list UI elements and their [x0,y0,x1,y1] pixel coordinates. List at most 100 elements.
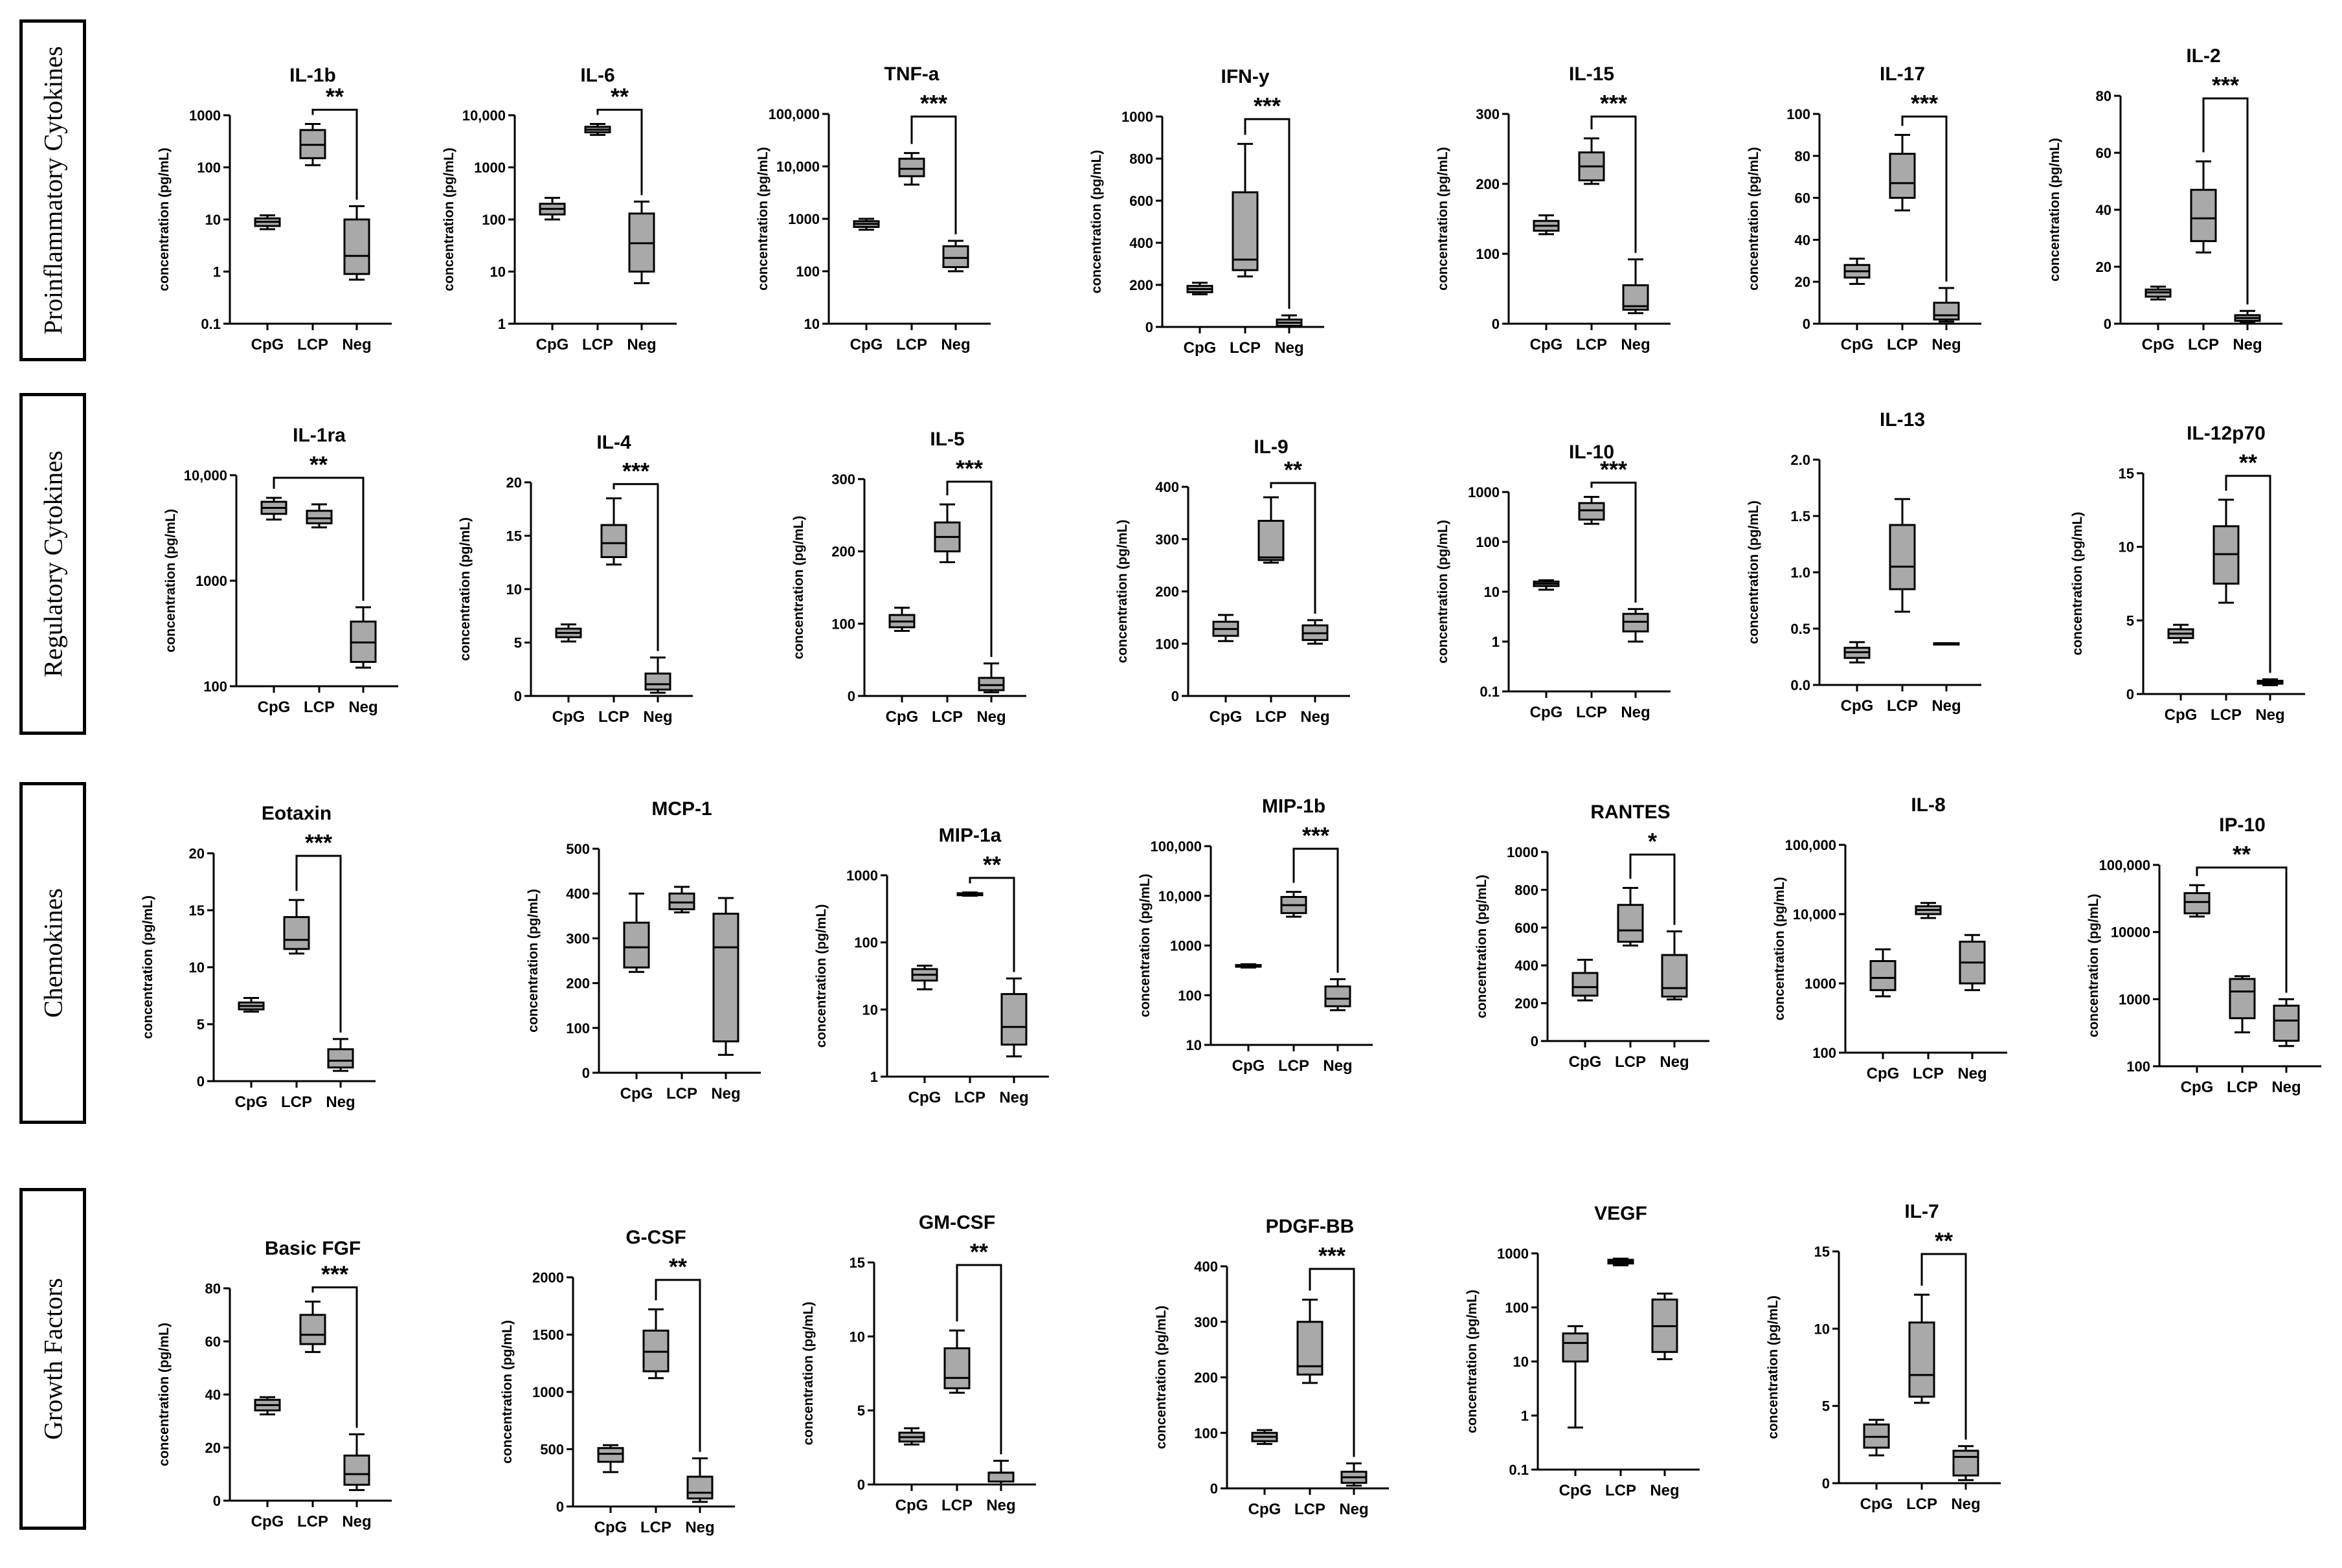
y-tick-label: 20 [189,846,205,862]
y-tick-label: 1500 [532,1327,564,1343]
box-plot-neg [1622,258,1649,315]
y-axis-label: concentration (pg/mL) [1474,875,1489,1018]
box-plot-lcp [1578,495,1605,525]
box-iqr [668,892,695,910]
box-plot-neg [1622,608,1649,643]
box-iqr [306,510,333,524]
y-tick-label: 100 [1505,1300,1529,1316]
significance-bracket [2225,475,2271,673]
x-tick-label: LCP [666,1085,697,1103]
box-iqr [1952,1450,1979,1477]
y-axis-label: concentration (pg/mL) [1138,874,1153,1018]
y-tick-label: 40 [205,1387,221,1403]
chart-title: IL-10 [1569,442,1614,463]
row-label-chemokines: Chemokines [19,782,86,1124]
x-tick-label: LCP [1576,336,1607,353]
x-tick-label: CpG [258,699,291,716]
y-axis-label: concentration (pg/mL) [814,904,829,1048]
x-tick-label: LCP [1887,697,1918,715]
y-tick-label: 100 [482,212,506,228]
x-tick-label: Neg [1951,1495,1980,1513]
y-axis-label: concentration (pg/mL) [2070,512,2085,656]
y-tick-label: 60 [205,1334,221,1350]
chart-title: IP-10 [2219,814,2266,836]
box-plot-cpg [1533,214,1560,236]
y-axis-label: concentration (pg/mL) [157,1323,172,1466]
chart-title: IL-9 [1254,436,1288,458]
box-plot-lcp [1280,891,1307,918]
x-tick-label: LCP [1278,1057,1309,1075]
significance-label: ** [669,1253,687,1280]
significance-bracket [2202,97,2249,305]
x-tick-label: CpG [2165,706,2198,724]
y-tick-label: 300 [566,930,590,946]
y-tick-label: 200 [1129,277,1153,293]
box-iqr [1617,904,1644,943]
box-plot-lcp [299,122,326,166]
y-tick-label: 1000 [532,1384,564,1400]
box-plot-cpg [911,965,938,991]
significance-label: *** [1600,456,1627,482]
y-tick-label: 10 [1484,584,1500,600]
box-plot-cpg [888,607,916,632]
y-tick-label: 300 [1155,532,1179,548]
box-plot-neg [2273,998,2300,1047]
y-tick-label: 10 [862,1002,878,1018]
x-tick-label: Neg [976,708,1006,726]
y-tick-label: 20 [1795,274,1810,290]
significance-label: *** [1318,1242,1346,1269]
x-tick-label: CpG [1860,1495,1893,1513]
box-iqr [898,157,925,177]
y-tick-label: 100 [831,616,855,632]
significance-label: *** [1302,822,1329,849]
significance-label: ** [1935,1227,1953,1254]
y-tick-label: 1000 [846,868,878,884]
x-tick-label: CpG [1248,1501,1281,1518]
y-axis-label: concentration (pg/mL) [2086,894,2101,1038]
box-plot-cpg [1533,579,1560,591]
box-plot-lcp [1889,133,1916,212]
chart-title: IL-1ra [293,425,346,446]
box-iqr [987,1472,1015,1483]
significance-label: ** [2233,841,2251,868]
y-tick-label: 40 [2096,202,2111,218]
chart-title: IL-6 [580,65,614,86]
box-plot-cpg [254,214,281,230]
y-tick-label: 0.1 [1509,1462,1529,1478]
x-tick-label: LCP [1576,704,1607,721]
box-plot-cpg [2145,286,2172,301]
box-iqr [1889,153,1916,199]
chart-title: Basic FGF [265,1238,361,1259]
y-axis-label: concentration (pg/mL) [442,148,456,291]
x-tick-label: CpG [552,708,585,726]
y-tick-label: 100,000 [2099,857,2150,873]
box-plot-neg [942,240,969,273]
box-iqr [712,912,739,1043]
significance-bracket [1270,482,1316,614]
box-plot-neg [1276,314,1303,328]
significance-label: ** [2239,449,2257,476]
x-tick-label: CpG [620,1085,653,1103]
y-tick-label: 1.5 [1790,508,1810,524]
x-tick-label: LCP [297,1513,328,1530]
row-label-growth-factors: Growth Factors [19,1188,86,1530]
significance-label: *** [1911,90,1938,117]
x-tick-label: Neg [986,1497,1015,1514]
box-plot-cpg [2167,623,2194,644]
significance-label: ** [1284,456,1302,483]
x-tick-label: Neg [1931,336,1961,353]
box-iqr [1232,191,1259,271]
chart-title: IL-4 [596,432,631,453]
y-tick-label: 10 [1513,1354,1529,1370]
box-iqr [943,1347,971,1389]
y-tick-label: 600 [1129,193,1153,209]
x-tick-label: CpG [895,1497,929,1514]
y-tick-label: 5 [2126,612,2134,629]
x-tick-label: CpG [251,1513,284,1530]
